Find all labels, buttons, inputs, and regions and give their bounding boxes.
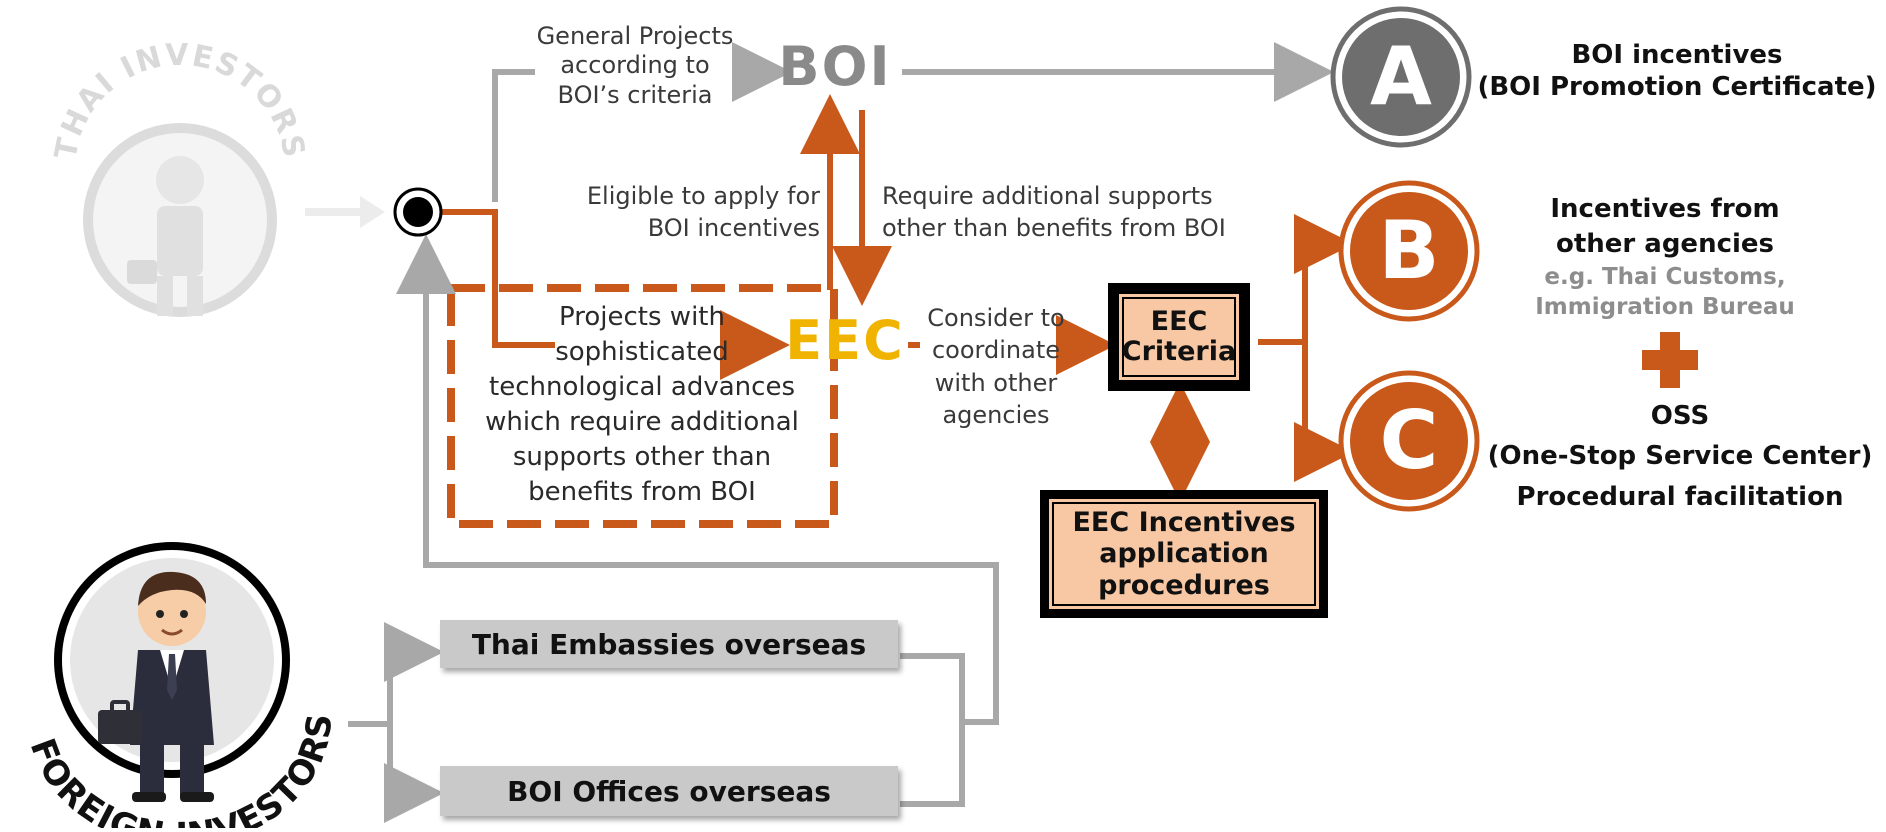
orange-line-sophisticated <box>440 209 555 348</box>
sophisticated-projects-label: Projects with sophisticated technologica… <box>485 302 799 508</box>
foreign-investor-avatar: FOREIGN INVESTORS <box>22 542 340 832</box>
sophisticated-dashed-box <box>447 284 838 528</box>
arrow-foreign-return <box>396 234 999 807</box>
thai-investor-avatar: THAI INVESTORS <box>48 38 310 317</box>
consider-coordinate-label: Consider to coordinate with other agenci… <box>927 304 1065 430</box>
arrow-to-c <box>1294 342 1354 482</box>
arrow-to-b <box>1294 214 1354 342</box>
eec-node: EEC <box>785 309 905 372</box>
thai-investors-badge: THAI INVESTORS <box>45 38 315 330</box>
boi-offices-box: BOI Offices overseas <box>440 766 898 816</box>
boi-node: BOI <box>778 35 892 98</box>
outcome-c-circle: C <box>1338 370 1480 512</box>
outcome-b-title: Incentives from other agencies e.g. Thai… <box>1535 194 1795 321</box>
foreign-investors-badge: FOREIGN INVESTORS <box>0 530 350 832</box>
eec-incentives-procedures-box: EEC Incentives application procedures <box>1040 490 1328 618</box>
general-projects-label: General Projects according to BOI’s crit… <box>536 22 734 109</box>
junction-dot <box>392 186 444 238</box>
thai-embassies-box: Thai Embassies overseas <box>440 620 898 668</box>
outcome-b-circle: B <box>1338 180 1480 322</box>
eligible-label: Eligible to apply for BOI incentives <box>586 182 820 243</box>
outcome-a-title: BOI incentives (BOI Promotion Certificat… <box>1477 40 1877 102</box>
plus-icon <box>1642 332 1698 388</box>
require-additional-label: Require additional supports other than b… <box>882 182 1226 243</box>
arrow-to-embassies <box>384 622 444 724</box>
arrow-to-boi-offices <box>384 724 444 823</box>
outcome-c-title: OSS (One-Stop Service Center) Procedural… <box>1487 401 1873 512</box>
eec-criteria-box: EEC Criteria <box>1108 283 1250 391</box>
outcome-a-circle: A <box>1330 6 1472 148</box>
gray-line-general <box>492 69 535 202</box>
